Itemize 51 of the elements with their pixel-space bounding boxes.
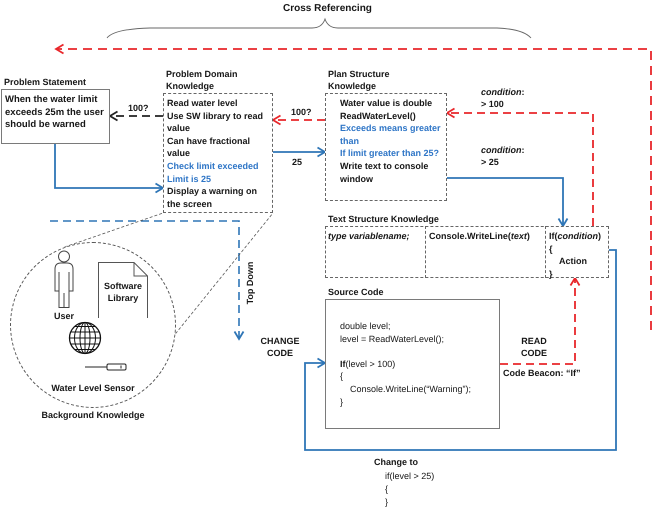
section-heading: Background Knowledge bbox=[42, 409, 144, 421]
edge-label: CHANGE CODE bbox=[258, 335, 302, 359]
code-template: Action bbox=[559, 255, 587, 268]
edge-label: 100? bbox=[291, 106, 312, 118]
arrow bbox=[272, 114, 325, 126]
list-item: Check limit exceeded bbox=[167, 160, 259, 173]
icon-label: User bbox=[54, 311, 74, 322]
code-template: } bbox=[549, 268, 553, 280]
code-line: level = ReadWaterLevel(); bbox=[340, 332, 444, 346]
code-template: { bbox=[549, 242, 553, 256]
arrow bbox=[447, 177, 568, 227]
section-heading: Problem Statement bbox=[4, 76, 86, 88]
arrow bbox=[304, 249, 617, 451]
code-line: { bbox=[340, 370, 344, 383]
section-heading: Source Code bbox=[328, 286, 384, 298]
connector-line bbox=[64, 212, 164, 248]
code-line: double level; bbox=[340, 320, 391, 333]
document-label: Software Library bbox=[102, 281, 143, 304]
section-heading: Text Structure Knowledge bbox=[328, 213, 439, 225]
arrow bbox=[446, 108, 594, 226]
list-item: If limit greater than 25? bbox=[340, 147, 440, 160]
edge-label: 25 bbox=[292, 156, 302, 168]
arrow bbox=[500, 277, 580, 365]
section-heading: Problem Domain Knowledge bbox=[166, 68, 239, 92]
list-item: Use SW library to read value bbox=[167, 110, 264, 135]
arrow bbox=[109, 110, 163, 122]
list-item: Exceeds means greater than bbox=[340, 122, 442, 148]
list-item: Display a warning on the screen bbox=[167, 185, 258, 210]
connector-line bbox=[175, 212, 274, 334]
code-line: If(level > 100) bbox=[340, 358, 396, 370]
list-item: Write text to console window bbox=[340, 160, 430, 186]
list-item: Limit is 25 bbox=[167, 172, 212, 186]
list-item: Water value is double bbox=[340, 97, 432, 110]
icon-label: Water Level Sensor bbox=[51, 383, 135, 394]
code-template: Console.WriteLine(text) bbox=[429, 230, 530, 243]
code-line: Console.WriteLine(“Warning”); bbox=[350, 382, 472, 396]
list-item: ReadWaterLevel() bbox=[340, 110, 416, 122]
edge-label: 100? bbox=[128, 102, 149, 114]
arrow bbox=[54, 144, 164, 194]
list-item: Read water level bbox=[167, 97, 238, 110]
arrow bbox=[273, 146, 326, 158]
brace-label: Cross Referencing bbox=[283, 3, 372, 15]
note-text: Change to bbox=[374, 456, 418, 468]
arrow-label: Top Down bbox=[244, 262, 256, 304]
list-item: Can have fractional value bbox=[167, 134, 252, 160]
note-text: Code Beacon: “If” bbox=[503, 367, 581, 379]
section-heading: Plan Structure Knowledge bbox=[328, 68, 391, 92]
code-line: } bbox=[340, 396, 344, 408]
statement-text: When the water limit exceeds 25m the user should be warned bbox=[5, 94, 105, 132]
code-template: If(condition) bbox=[549, 230, 601, 243]
code-template: type variablename; bbox=[328, 230, 410, 243]
